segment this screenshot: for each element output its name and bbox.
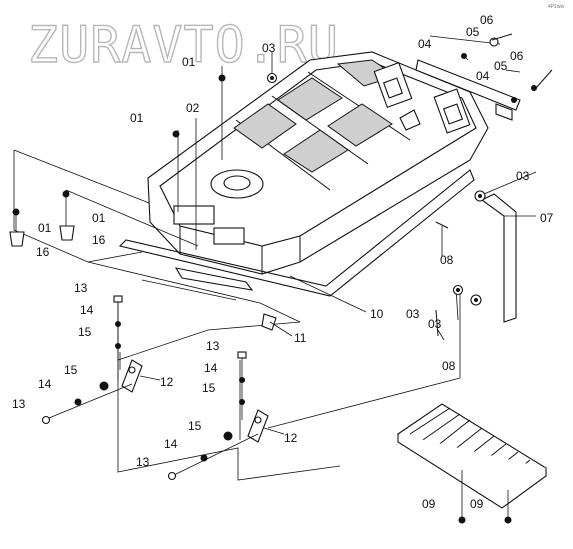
callout-14-a: 14 xyxy=(80,303,94,317)
rubber-foot-16a xyxy=(9,231,25,247)
engine-hood-cover xyxy=(147,51,489,275)
rubber-foot-16b xyxy=(59,225,75,241)
callout-05-b: 05 xyxy=(494,59,508,73)
support-bar xyxy=(174,267,254,291)
callout-12-a: 12 xyxy=(160,375,174,389)
callout-14-d: 14 xyxy=(164,437,178,451)
callout-03-top: 03 xyxy=(262,41,276,55)
corner-mark: 4P1ww xyxy=(548,4,565,10)
fastener-dots xyxy=(12,33,553,524)
assembly-outline-frame xyxy=(13,149,461,481)
support-foot xyxy=(261,313,277,331)
callout-05-a: 05 xyxy=(466,25,480,39)
callout-01-top: 01 xyxy=(182,55,196,69)
callout-01-left: 01 xyxy=(130,111,144,125)
callout-15-b: 15 xyxy=(64,363,78,377)
callout-03-d: 03 xyxy=(428,317,442,331)
callout-15-d: 15 xyxy=(188,419,202,433)
callout-09-a: 09 xyxy=(422,497,436,511)
clamp-12a xyxy=(121,359,143,393)
clamp-12b xyxy=(247,409,269,443)
callout-16-a: 16 xyxy=(36,245,50,259)
callout-03-right: 03 xyxy=(516,169,530,183)
callout-08-b: 08 xyxy=(442,359,456,373)
callout-13-a: 13 xyxy=(74,281,88,295)
leader-lines xyxy=(15,35,537,520)
callout-07: 07 xyxy=(540,211,554,225)
hood-latches xyxy=(373,61,471,134)
watermark: ZURAVTO.RU xyxy=(28,16,339,74)
hood-seal-gasket xyxy=(118,169,475,297)
side-strap xyxy=(480,193,517,323)
callout-01-a: 01 xyxy=(38,221,52,235)
grille-mesh xyxy=(233,59,398,173)
callout-06-b: 06 xyxy=(510,49,524,63)
callout-01-b: 01 xyxy=(92,211,106,225)
callout-labels: 01 02 01 03 06 05 04 06 05 04 03 07 01 0… xyxy=(12,13,554,511)
callout-13-d: 13 xyxy=(136,455,150,469)
callout-03-c: 03 xyxy=(406,307,420,321)
callout-14-b: 14 xyxy=(38,377,52,391)
callout-04-b: 04 xyxy=(476,69,490,83)
front-bracket xyxy=(173,205,215,225)
callout-09-b: 09 xyxy=(470,497,484,511)
callout-13-b: 13 xyxy=(12,397,26,411)
callout-15-a: 15 xyxy=(78,325,92,339)
callout-10: 10 xyxy=(370,307,384,321)
callout-11: 11 xyxy=(294,331,307,345)
callout-02: 02 xyxy=(186,101,200,115)
callout-12-b: 12 xyxy=(284,431,298,445)
callout-06-a: 06 xyxy=(480,13,494,27)
callout-13-c: 13 xyxy=(206,339,220,353)
lower-grille-tray xyxy=(396,403,547,509)
callout-08-a: 08 xyxy=(440,253,454,267)
mounting-bracket xyxy=(415,59,521,111)
callout-04-a: 04 xyxy=(418,37,432,51)
callout-15-c: 15 xyxy=(202,381,216,395)
callout-16-b: 16 xyxy=(92,233,106,247)
callout-14-c: 14 xyxy=(204,361,218,375)
